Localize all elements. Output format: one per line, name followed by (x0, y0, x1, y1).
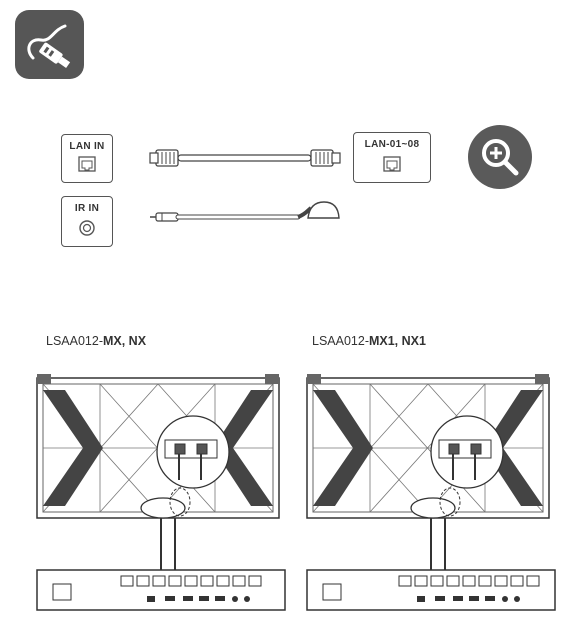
model-suffix: MX, NX (102, 334, 147, 348)
ethernet-port-icon (78, 156, 96, 172)
ir-in-label: IR IN (74, 203, 100, 214)
ethernet-port-icon (383, 156, 401, 172)
audio-jack-icon (79, 220, 95, 236)
wiring-diagram-mx-nx (36, 374, 286, 611)
cable-icon-badge (15, 10, 84, 79)
model-prefix: LSAA012- (312, 334, 369, 348)
model-title-2: LSAA012-MX1, NX1 (312, 334, 426, 348)
model-title-1: LSAA012-MX, NX (46, 334, 146, 348)
lan-out-label: LAN-01~08 (364, 139, 420, 150)
ir-cable (150, 201, 340, 222)
controller-unit (36, 569, 286, 611)
lan-in-port: LAN IN (61, 134, 113, 183)
cable-icon (27, 24, 71, 69)
model-prefix: LSAA012- (46, 334, 103, 348)
controller-unit (306, 569, 556, 611)
lan-in-label: LAN IN (69, 141, 105, 152)
zoom-in-button[interactable] (468, 125, 532, 189)
ir-in-port: IR IN (61, 196, 113, 247)
lan-cable (149, 149, 341, 167)
lan-out-port: LAN-01~08 (353, 132, 431, 183)
display-cabinet (36, 374, 280, 519)
model-suffix: MX1, NX1 (368, 334, 426, 348)
display-cabinet (306, 374, 550, 519)
zoom-in-icon (482, 139, 519, 176)
wiring-diagram-mx1-nx1 (306, 374, 556, 611)
